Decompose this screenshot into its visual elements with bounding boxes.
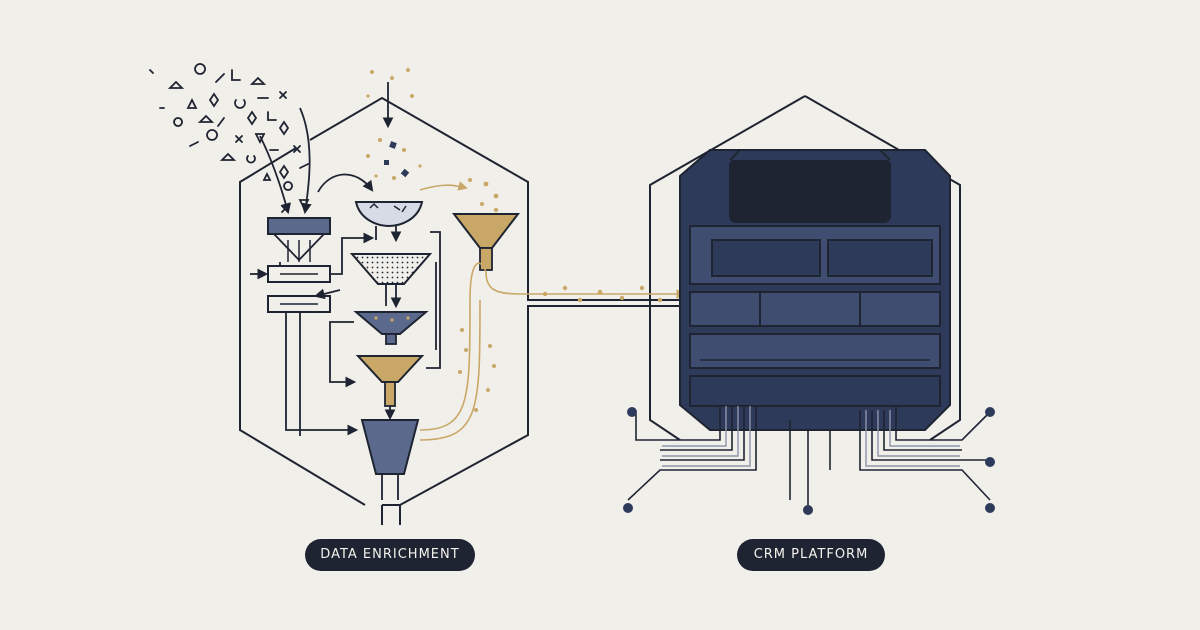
crm-platform-label: CRM PLATFORM bbox=[737, 539, 885, 571]
circuit-wires-light bbox=[662, 406, 960, 467]
collector-cup-icon bbox=[360, 419, 420, 500]
navy-particles bbox=[384, 141, 410, 178]
gold-particles bbox=[366, 68, 499, 213]
server-block-icon bbox=[679, 149, 951, 431]
process-bars bbox=[267, 265, 331, 313]
input-arrows bbox=[259, 82, 394, 215]
circuit-wires bbox=[627, 406, 991, 506]
flow-arrows bbox=[250, 231, 441, 436]
grinder-block bbox=[267, 217, 331, 262]
gold-funnel-right-icon bbox=[451, 213, 521, 271]
gold-flow bbox=[419, 181, 686, 441]
crm-hexagon bbox=[649, 95, 961, 441]
gold-flow-dots bbox=[458, 285, 663, 412]
sieve-icon bbox=[349, 253, 433, 306]
slate-funnel-icon bbox=[353, 311, 429, 345]
bowl-icon bbox=[354, 201, 424, 240]
raw-data-particles bbox=[149, 63, 310, 213]
gold-funnel-center-icon bbox=[355, 355, 425, 407]
circuit-node-icon bbox=[623, 407, 995, 515]
data-enrichment-label: DATA ENRICHMENT bbox=[305, 539, 475, 571]
